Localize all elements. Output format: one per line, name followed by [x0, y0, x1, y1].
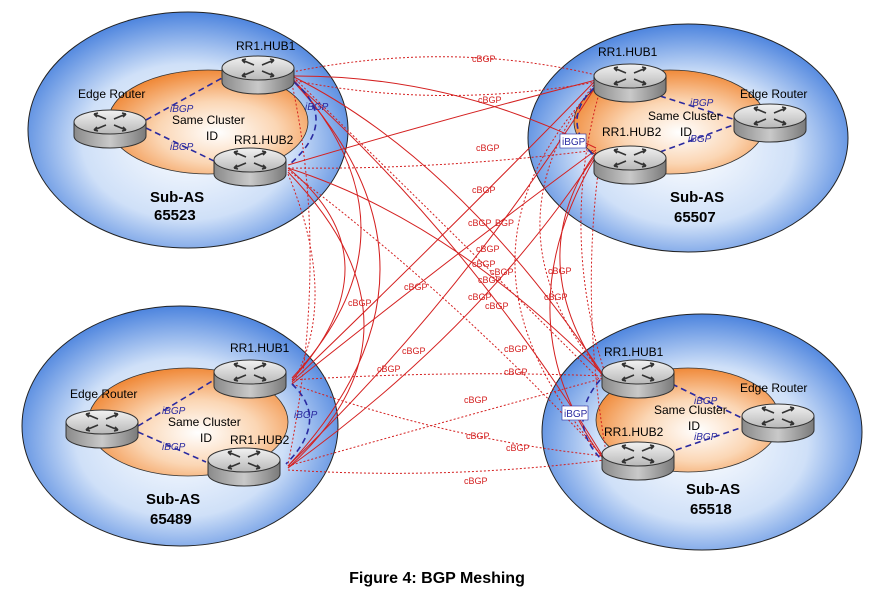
cbgp-label: cBGP: [377, 364, 401, 374]
ibgp-label: iBGP: [564, 409, 588, 420]
sub-as-number: 65523: [154, 207, 196, 224]
ibgp-label: iBGP: [162, 442, 186, 453]
cbgp-mesh: [287, 56, 607, 474]
rr1-hub1-label: RR1.HUB1: [598, 45, 658, 59]
rr1-hub1-router-65523: [221, 55, 295, 95]
cbgp-label: cBGP: [472, 185, 496, 195]
cbgp-label: cBGP: [476, 244, 500, 254]
figure-caption: Figure 4: BGP Meshing: [349, 570, 525, 587]
cluster-label: Same Cluster: [654, 403, 727, 417]
cbgp-label: cBGP: [464, 395, 488, 405]
sub-as-65489-labels: RR1.HUB1 RR1.HUB2 Edge Router Same Clust…: [70, 341, 290, 528]
ibgp-label: iBGP: [690, 98, 714, 109]
cbgp-label: cBGP: [478, 275, 502, 285]
rr1-hub2-label: RR1.HUB2: [230, 433, 290, 447]
ibgp-label: iBGP: [694, 396, 718, 407]
ibgp-label: iBGP: [688, 134, 712, 145]
cbgp-label: cBGP: [478, 95, 502, 105]
rr1-hub1-router-65489: [213, 359, 287, 399]
ibgp-label: iBGP: [170, 142, 194, 153]
cbgp-label: cBGP: [472, 259, 496, 269]
cbgp-label: BGP: [495, 218, 514, 228]
cluster-id-label: ID: [206, 129, 218, 143]
ibgp-label: iBGP: [694, 432, 718, 443]
rr1-hub2-router-65507: [593, 145, 667, 185]
sub-as-label: Sub-AS: [150, 189, 204, 206]
rr1-hub2-label: RR1.HUB2: [234, 133, 294, 147]
edge-router-label: Edge Router: [70, 387, 137, 401]
cluster-id-label: ID: [200, 431, 212, 445]
sub-as-label: Sub-AS: [146, 491, 200, 508]
sub-as-number: 65507: [674, 209, 716, 226]
cbgp-label: cBGP: [504, 367, 528, 377]
cbgp-label: cBGP: [466, 431, 490, 441]
rr1-hub2-label: RR1.HUB2: [604, 425, 664, 439]
ibgp-labels: iBGP iBGP iBGP iBGP iBGP iBGP iBGP iBGP …: [162, 98, 718, 453]
edge-router-label: Edge Router: [740, 381, 807, 395]
sub-as-label: Sub-AS: [686, 481, 740, 498]
cluster-label: Same Cluster: [168, 415, 241, 429]
sub-as-number: 65518: [690, 501, 732, 518]
cbgp-labels: cBGP cBGP cBGP cBGP cBGP BGP cBGP cBGP c…: [348, 54, 572, 486]
sub-as-65507-labels: RR1.HUB1 RR1.HUB2 Edge Router Same Clust…: [598, 45, 807, 226]
ibgp-label: iBGP: [162, 406, 186, 417]
cluster-label: Same Cluster: [172, 113, 245, 127]
cbgp-label: cBGP: [464, 476, 488, 486]
cbgp-label: cBGP: [490, 267, 514, 277]
ibgp-links: [137, 77, 747, 465]
cluster-id-label: ID: [680, 125, 692, 139]
rr1-hub1-label: RR1.HUB1: [604, 345, 664, 359]
cluster-label: Same Cluster: [648, 109, 721, 123]
ibgp-label: iBGP: [305, 102, 329, 113]
rr1-hub2-router-65518: [601, 441, 675, 481]
ibgp-box: [559, 133, 587, 149]
cbgp-label: cBGP: [548, 266, 572, 276]
rr1-hub1-router-65518: [601, 359, 675, 399]
cbgp-label: cBGP: [476, 143, 500, 153]
edge-router-65523: [73, 109, 147, 149]
rr1-hub2-router-65489: [207, 447, 281, 487]
edge-router-65507: [733, 103, 807, 143]
rr1-hub2-router-65523: [213, 147, 287, 187]
ibgp-label: iBGP: [294, 410, 318, 421]
cbgp-label: cBGP: [506, 443, 530, 453]
cbgp-label: cBGP: [468, 218, 492, 228]
cbgp-label: cBGP: [504, 344, 528, 354]
cbgp-label: cBGP: [404, 282, 428, 292]
edge-router-label: Edge Router: [78, 87, 145, 101]
cbgp-label: cBGP: [468, 292, 492, 302]
edge-router-65489: [65, 409, 139, 449]
sub-as-65523-labels: RR1.HUB1 RR1.HUB2 Edge Router Same Clust…: [78, 39, 296, 224]
ibgp-box: [561, 405, 589, 421]
edge-router-label: Edge Router: [740, 87, 807, 101]
rr1-hub2-label: RR1.HUB2: [602, 125, 662, 139]
rr1-hub1-router-65507: [593, 63, 667, 103]
rr1-hub1-label: RR1.HUB1: [236, 39, 296, 53]
cbgp-label: cBGP: [544, 292, 568, 302]
edge-router-65518: [741, 403, 815, 443]
sub-as-65518-labels: RR1.HUB1 RR1.HUB2 Edge Router Same Clust…: [604, 345, 807, 518]
sub-as-label: Sub-AS: [670, 189, 724, 206]
ibgp-label: iBGP: [170, 104, 194, 115]
ibgp-label: iBGP: [562, 137, 586, 148]
cbgp-label: cBGP: [348, 298, 372, 308]
cbgp-label: cBGP: [402, 346, 426, 356]
cbgp-label: cBGP: [472, 54, 496, 64]
cbgp-label: cBGP: [485, 301, 509, 311]
sub-as-number: 65489: [150, 511, 192, 528]
rr1-hub1-label: RR1.HUB1: [230, 341, 290, 355]
cluster-id-label: ID: [688, 419, 700, 433]
